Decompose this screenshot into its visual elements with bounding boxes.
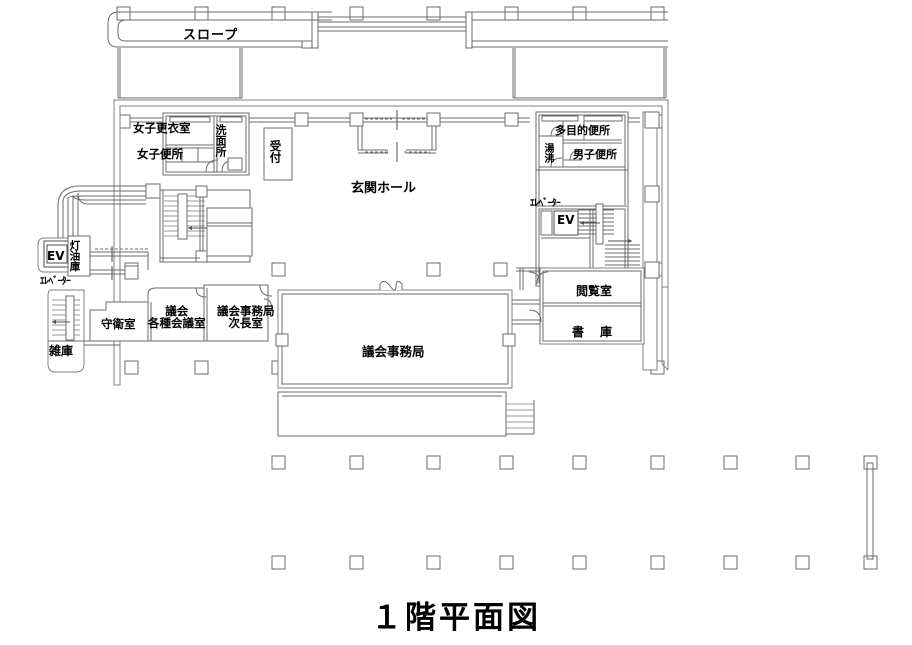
room-label-assembly-meeting-rooms: 議会 各種会議室 bbox=[148, 305, 206, 330]
assembly-meeting-line2: 各種会議室 bbox=[148, 316, 206, 331]
room-label-reading-room: 閲覧室 bbox=[576, 284, 613, 298]
room-label-multipurpose-toilet: 多目的便所 bbox=[555, 124, 610, 137]
mens-facilities-block bbox=[535, 111, 629, 212]
room-label-entrance-hall: 玄関ホール bbox=[351, 181, 417, 196]
left-main-stair bbox=[159, 185, 253, 263]
room-label-reception: 受付 bbox=[268, 140, 283, 163]
elevator-label-right: ｴﾚﾍﾞｰﾀｰ bbox=[530, 198, 561, 209]
assembly-secretariat-room bbox=[275, 280, 540, 437]
room-label-mens-toilet: 男子便所 bbox=[573, 148, 617, 161]
deputy-director-line1: 議会事務局 bbox=[217, 304, 275, 318]
womens-facilities-block bbox=[162, 112, 295, 176]
room-label-womens-toilet: 女子便所 bbox=[137, 147, 183, 161]
room-label-guard-room: 守衛室 bbox=[101, 317, 136, 331]
room-label-deputy-director-office: 議会事務局 次長室 bbox=[217, 305, 275, 330]
room-label-misc-storage: 雑庫 bbox=[49, 344, 74, 358]
elevator-label-left: ｴﾚﾍﾞｰﾀｰ bbox=[40, 276, 71, 287]
left-elevator-core bbox=[37, 235, 149, 280]
reception-desk bbox=[263, 127, 293, 181]
room-label-slope: スロープ bbox=[183, 28, 239, 43]
elevator-car-right: EV bbox=[557, 213, 575, 227]
middle-band-rooms bbox=[89, 284, 273, 342]
library-rooms bbox=[516, 267, 645, 345]
page-title: １階平面図 bbox=[371, 600, 541, 636]
room-label-washroom: 洗面所 bbox=[214, 124, 227, 157]
lower-right-wall bbox=[866, 462, 874, 560]
room-label-womens-changing: 女子更衣室 bbox=[133, 121, 191, 135]
main-entrance-door bbox=[357, 110, 437, 162]
assembly-meeting-line1: 議会 bbox=[165, 304, 189, 318]
room-label-assembly-secretariat: 議会事務局 bbox=[362, 344, 425, 359]
exterior-pipe-runs bbox=[57, 183, 161, 248]
elevator-car-left: EV bbox=[47, 249, 65, 263]
deputy-director-line2: 次長室 bbox=[228, 316, 264, 331]
slope-canopy bbox=[107, 11, 668, 99]
room-label-kitchenette: 湯沸 bbox=[542, 143, 553, 163]
room-label-kerosene-storage: 灯油庫 bbox=[68, 240, 81, 272]
misc-storage-stair bbox=[47, 289, 120, 373]
room-label-book-storage: 書 庫 bbox=[572, 325, 615, 339]
